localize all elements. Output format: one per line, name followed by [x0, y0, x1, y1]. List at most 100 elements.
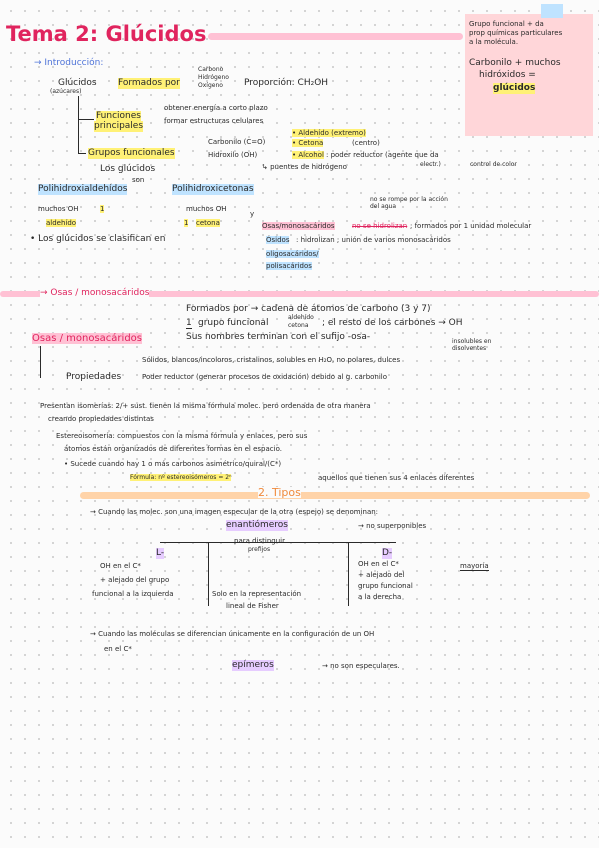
- intro-no-rompe: no se rompe por la acción del agua: [370, 196, 448, 210]
- intro-poli: polisacáridos: [266, 262, 312, 270]
- intro-aldehido2: aldehído: [46, 219, 77, 227]
- intro-proporcion: Proporción: CH₂OH: [244, 78, 329, 88]
- sticky-line1: Grupo funcional + da: [469, 20, 544, 28]
- intro-glucidos: Glúcidos: [58, 78, 97, 88]
- intro-funciones1: Funciones: [96, 111, 141, 122]
- tree-hline-2: [78, 153, 86, 154]
- osas-grupo: grupo funcional: [198, 318, 269, 328]
- tipos-d3: grupo funcional: [358, 582, 413, 590]
- osas-propiedades: Propiedades: [66, 372, 122, 382]
- tipos-no-esp: → no son especulares.: [322, 662, 400, 670]
- osas-aldehido: aldehído: [288, 314, 314, 321]
- intro-carbonilo: Carbonilo (C=O): [208, 138, 266, 146]
- intro-poder-red: : poder reductor (agente que da: [326, 151, 439, 159]
- intro-puentes: ↳ puentes de hidrógeno: [262, 163, 347, 171]
- osas-formula: Fórmula: nº estereoisómeros = 2ⁿ: [130, 474, 232, 481]
- tipos-band: [80, 492, 590, 499]
- tipos-l2: + alejado del grupo: [100, 576, 170, 584]
- intro-funciones2: principales: [94, 121, 144, 132]
- intro-muchos-oh-1: muchos OH: [38, 205, 79, 213]
- intro-formados: Formados por: [118, 78, 180, 89]
- sticky-line4: Carbonilo + muchos: [469, 58, 561, 68]
- intro-grupos: Grupos funcionales: [88, 148, 175, 159]
- tipos-mayoria: mayoría: [460, 562, 489, 571]
- osas-num1: 1: [186, 318, 192, 329]
- tipos-l: L-: [156, 548, 165, 559]
- tipos-hline: [160, 542, 396, 543]
- intro-f2: formar estructuras celulares: [164, 117, 264, 125]
- tipos-centro1: Solo en la representación: [212, 590, 302, 598]
- osas-band: [0, 291, 599, 297]
- tipos-en-el: en el C*: [104, 645, 132, 653]
- tipos-d4: a la derecha: [358, 593, 402, 601]
- osas-sucede: • Sucede cuando hay 1 o más carbonos asi…: [64, 460, 282, 468]
- intro-muchos-oh-2: muchos OH: [186, 205, 227, 213]
- intro-osas-mono: Osas/monosacáridos: [262, 222, 335, 230]
- intro-num1: 1: [100, 205, 105, 213]
- intro-control: control de color: [470, 161, 517, 168]
- intro-polihidroxicetonas: Polihidroxicetonas: [172, 184, 254, 195]
- title-underline: [208, 33, 463, 40]
- intro-electr: electr.): [420, 161, 441, 168]
- intro-osidos: Ósidos: [266, 236, 290, 244]
- intro-cetona: • Cetona: [292, 139, 324, 147]
- osas-insolubles: insolubles en disolventes: [452, 338, 492, 352]
- tipos-centro2: lineal de Fisher: [226, 602, 279, 610]
- sticky-note: Grupo funcional + da prop químicas parti…: [465, 4, 593, 136]
- tipos-no-super: → no superponibles: [358, 522, 427, 530]
- intro-formados-uno: ; formados por 1 unidad molecular: [410, 222, 532, 230]
- osas-vline: [40, 346, 41, 378]
- sticky-tab: [541, 4, 563, 18]
- osas-p2: Poder reductor (generar procesos de oxid…: [142, 373, 388, 381]
- tipos-vline-l: [208, 542, 209, 606]
- intro-cetona2: cetona: [196, 219, 220, 227]
- osas-heading: → Osas / monosacáridos: [40, 288, 150, 299]
- tipos-l1: OH en el C*: [100, 562, 141, 570]
- intro-hidrogeno: Hidrógeno: [198, 74, 229, 81]
- intro-heading: → Introducción:: [34, 58, 104, 68]
- intro-aldehido: • Aldehído (extremo): [292, 129, 366, 137]
- intro-azucares: (azúcares): [50, 88, 82, 95]
- osas-cetona: cetona: [288, 322, 309, 329]
- page-title: Tema 2: Glúcidos: [6, 22, 207, 46]
- intro-num2: 1: [184, 219, 189, 227]
- osas-creando: creando propiedades distintas: [48, 415, 154, 423]
- osas-estereo: Estereoisomería: compuestos con la misma…: [56, 432, 308, 440]
- osas-aquellos: aquellos que tienen sus 4 enlaces difere…: [318, 474, 475, 482]
- sticky-line6: glúcidos: [493, 83, 536, 94]
- intro-carbono: Carbono: [198, 66, 224, 73]
- intro-alcohol: • Alcohol: [292, 151, 324, 159]
- tipos-d: D-: [382, 548, 393, 559]
- tipos-epimeros: epímeros: [232, 660, 274, 671]
- intro-oligo: oligosacáridos/: [266, 250, 319, 258]
- tipos-heading: 2. Tipos: [258, 486, 301, 499]
- intro-hidrolizan: : hidrolizan ; unión de varios monosacár…: [296, 236, 451, 244]
- tipos-prefijos: prefijos: [248, 546, 271, 553]
- osas-sufijo: Sus nombres terminan con el sufijo -osa-: [186, 332, 371, 342]
- osas-p1: Sólidos, blancos/incoloros, cristalinos,…: [142, 356, 401, 364]
- tree-hline-1: [78, 119, 94, 120]
- tipos-cuando2: → Cuando las moléculas se diferencian ún…: [90, 630, 375, 638]
- osas-estereo2: átomos están organizados de diferentes f…: [64, 445, 282, 453]
- osas-label: Osas / monosacáridos: [32, 333, 142, 344]
- intro-los-glucidos: Los glúcidos: [100, 164, 156, 174]
- tipos-d2: + alejado del: [358, 571, 405, 579]
- intro-hidroxilo: Hidroxilo (OH): [208, 151, 258, 159]
- sticky-line2: prop químicas particulares: [469, 29, 563, 37]
- sticky-line3: a la molécula.: [469, 38, 519, 46]
- osas-isomeros: Presentan isomerías: 2/+ sust. tienen la…: [40, 402, 371, 410]
- tipos-cuando: → Cuando las molec. son una imagen espec…: [90, 508, 379, 516]
- intro-polihidroxialdehidos: Polihidroxialdehídos: [38, 184, 128, 195]
- tipos-para-dist: para distinguir: [234, 537, 285, 545]
- intro-no-hidrolizan: no se hidrolizan: [352, 222, 408, 230]
- osas-resto: ; el resto de los carbones → OH: [322, 318, 463, 328]
- tipos-d1: OH en el C*: [358, 560, 399, 568]
- intro-f1: obtener energía a corto plazo: [164, 104, 268, 112]
- tree-vline-1: [78, 96, 79, 154]
- osas-formados: Formados por → cadena de átomos de carbo…: [186, 304, 431, 314]
- intro-oxigeno: Oxígeno: [198, 82, 223, 89]
- sticky-line5: hidróxidos =: [479, 70, 536, 80]
- intro-son: son: [132, 176, 145, 184]
- tipos-vline-r: [348, 542, 349, 606]
- intro-centro: (centro): [352, 139, 380, 147]
